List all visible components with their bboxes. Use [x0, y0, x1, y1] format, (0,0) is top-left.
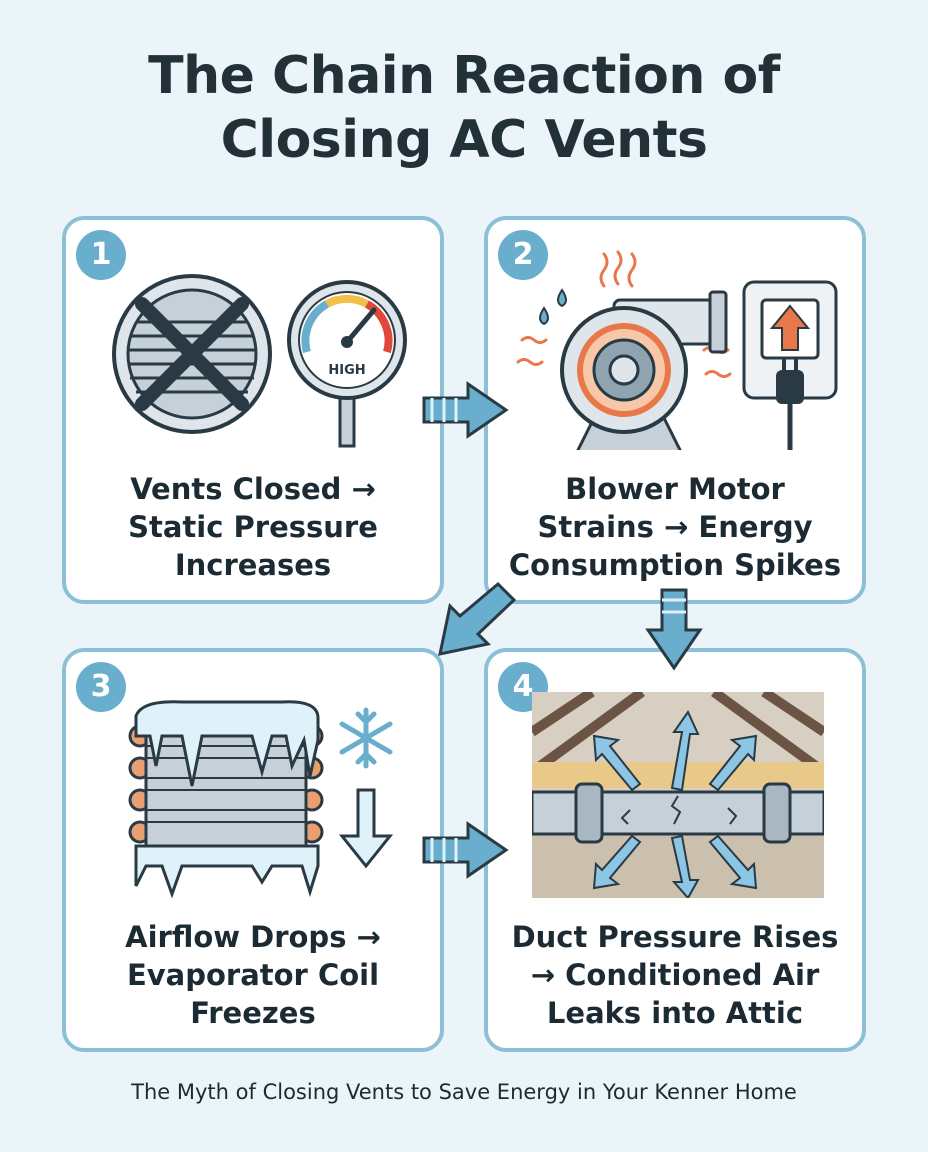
flow-arrow-3-to-4 — [422, 821, 509, 879]
gauge-high-label: HIGH — [328, 363, 365, 378]
title-line-2: Closing AC Vents — [220, 110, 708, 170]
closed-vent-and-gauge-illustration: HIGH — [112, 274, 407, 448]
flow-arrow-2-to-4 — [645, 588, 703, 671]
snowflake-icon — [339, 707, 393, 769]
attic-rafters — [532, 692, 824, 777]
blower-motor-icon — [560, 290, 728, 450]
leaking-duct-in-attic-illustration — [532, 692, 824, 898]
step-card-3: 3 Airflow Drops → Evaporat — [62, 648, 444, 1052]
power-plug-icon — [742, 280, 838, 450]
step-number-badge: 2 — [498, 230, 548, 280]
step-card-1: 1 HIGH Vents Closed → Static Pre — [62, 216, 444, 604]
step-number-badge: 1 — [76, 230, 126, 280]
footer-caption: The Myth of Closing Vents to Save Energy… — [131, 1080, 797, 1104]
flow-arrow-1-to-2 — [422, 381, 509, 439]
evaporator-coil-icon — [128, 700, 324, 899]
title-line-1: The Chain Reaction of — [148, 46, 780, 106]
step-2-text: Blower Motor Strains → Energy Consumptio… — [508, 472, 842, 582]
frozen-coil-illustration — [128, 700, 394, 899]
step-number-badge: 3 — [76, 662, 126, 712]
pressure-gauge-icon: HIGH — [287, 280, 407, 448]
page-title: The Chain Reaction of Closing AC Vents — [0, 44, 928, 172]
air-duct-icon — [532, 782, 824, 844]
air-leak-arrows — [592, 709, 758, 898]
step-card-4: 4 Duct Pressure Rises → Conditioned Air — [484, 648, 866, 1052]
flow-arrow-2-to-3 — [438, 581, 517, 656]
blower-motor-and-plug-illustration — [516, 250, 838, 450]
sweat-drops-icon — [539, 288, 567, 326]
step-card-2: 2 Blower Motor St — [484, 216, 866, 604]
step-4-text: Duct Pressure Rises → Conditioned Air Le… — [511, 920, 839, 1030]
down-arrow-icon — [338, 788, 394, 869]
step-3-text: Airflow Drops → Evaporator Coil Freezes — [125, 920, 381, 1030]
step-1-text: Vents Closed → Static Pressure Increases — [128, 472, 378, 582]
closed-vent-icon — [112, 274, 272, 434]
